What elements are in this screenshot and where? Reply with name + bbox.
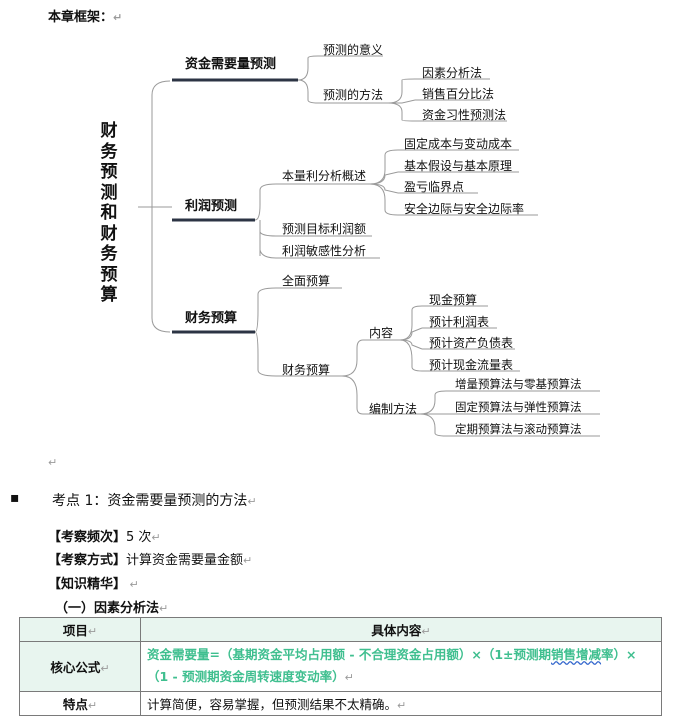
node-comprehensive-budget: 全面预算 <box>282 274 331 288</box>
table-header-row: 项目↵ 具体内容↵ <box>19 617 662 642</box>
node-cvp-overview: 本量利分析概述 <box>282 169 367 183</box>
node-pro-forma-income: 预计利润表 <box>429 315 490 329</box>
node-profit-sensitivity: 利润敏感性分析 <box>282 244 367 258</box>
node-cash-budget: 现金预算 <box>429 293 478 307</box>
mind-map-lines <box>138 55 600 437</box>
row-label-features: 特点↵ <box>19 691 141 716</box>
factor-analysis-table: 项目↵ 具体内容↵ 核心公式↵ 资金需要量=（基期资金平均占用额 - 不合理资金… <box>19 617 662 716</box>
node-pro-forma-balance: 预计资产负债表 <box>429 336 514 350</box>
sub-heading: （一）因素分析法↵ <box>55 601 169 616</box>
node-target-profit: 预测目标利润额 <box>282 222 367 236</box>
col-header-content: 具体内容↵ <box>140 617 662 642</box>
knowledge-essence: 【知识精华】 ↵ <box>48 577 139 592</box>
framework-title: 本章框架：↵ <box>48 10 123 25</box>
exam-method: 【考察方式】计算资金需要量金额↵ <box>48 553 253 568</box>
table-row: 特点↵ 计算简便，容易掌握，但预测结果不太精确。↵ <box>19 691 662 716</box>
exam-frequency: 【考察频次】5 次↵ <box>48 530 161 545</box>
paragraph-mark: ↵ <box>48 456 58 469</box>
col-header-item: 项目↵ <box>19 617 141 642</box>
core-formula-content: 资金需要量=（基期资金平均占用额 - 不合理资金占用额）×（1±预测期销售增减率… <box>140 641 662 692</box>
node-forecast-meaning: 预测的意义 <box>323 43 384 57</box>
node-incremental-zero-based: 增量预算法与零基预算法 <box>455 377 582 391</box>
node-factor-analysis: 因素分析法 <box>422 66 483 80</box>
node-pro-forma-cashflow: 预计现金流量表 <box>429 358 514 372</box>
branch-profit-forecast: 利润预测 <box>185 199 238 214</box>
node-safety-margin: 安全边际与安全边际率 <box>404 202 525 216</box>
branch-financial-budget: 财务预算 <box>185 311 238 326</box>
node-financial-budget-sub: 财务预算 <box>282 363 331 377</box>
node-fixed-variable-cost: 固定成本与变动成本 <box>404 137 513 151</box>
row-label-core-formula: 核心公式↵ <box>19 641 141 692</box>
node-periodic-rolling: 定期预算法与滚动预算法 <box>455 422 582 436</box>
section-heading: 考点 1：资金需要量预测的方法↵ <box>52 493 257 509</box>
node-capital-habit: 资金习性预测法 <box>422 108 507 122</box>
table-row: 核心公式↵ 资金需要量=（基期资金平均占用额 - 不合理资金占用额）×（1±预测… <box>19 641 662 692</box>
bullet-icon: ▪ <box>10 490 20 506</box>
node-budget-methods: 编制方法 <box>369 402 418 416</box>
node-basic-assumptions: 基本假设与基本原理 <box>404 159 513 173</box>
node-fixed-flexible: 固定预算法与弹性预算法 <box>455 400 582 414</box>
features-content: 计算简便，容易掌握，但预测结果不太精确。↵ <box>140 691 662 716</box>
branch-capital-forecast: 资金需要量预测 <box>185 57 277 72</box>
node-budget-content: 内容 <box>369 326 394 340</box>
node-break-even: 盈亏临界点 <box>404 180 465 194</box>
mind-map-root: 财务预测和财务预算 <box>100 121 118 305</box>
node-sales-percentage: 销售百分比法 <box>422 87 495 101</box>
node-forecast-methods: 预测的方法 <box>323 88 384 102</box>
